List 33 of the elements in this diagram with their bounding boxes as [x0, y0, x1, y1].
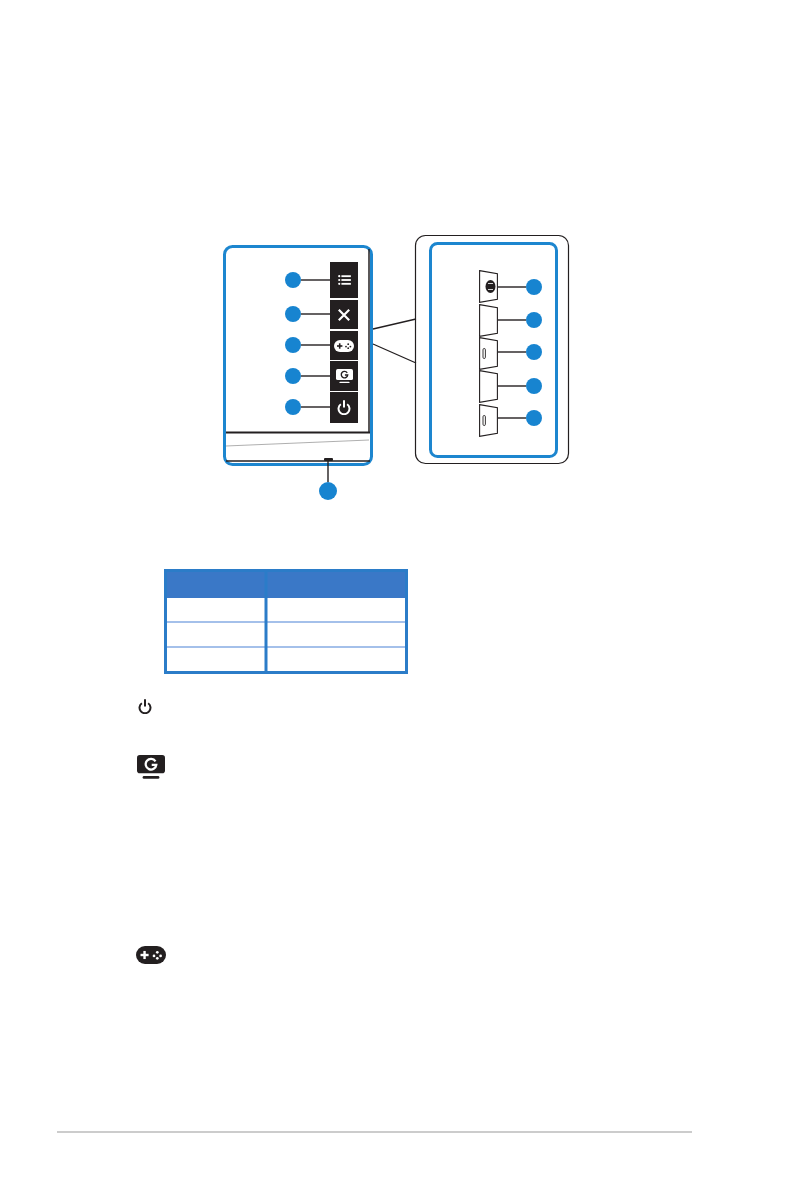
g-screen-button [330, 361, 358, 391]
port-socket [479, 337, 498, 370]
jack-socket [479, 270, 498, 303]
power-button [330, 392, 358, 423]
leader-line [300, 344, 331, 346]
leader-line [497, 351, 527, 353]
leader-line [327, 460, 329, 483]
leader-line [300, 375, 331, 377]
callout-dot [319, 482, 337, 500]
callout-dot [526, 344, 542, 360]
leader-line [497, 319, 527, 321]
leader-line [300, 279, 331, 281]
leader-line [497, 385, 527, 387]
gamepad-button [330, 331, 358, 360]
indicator-light [324, 458, 333, 461]
leader-line [300, 313, 331, 315]
port-socket [479, 404, 498, 437]
callout-dot [285, 306, 301, 322]
callout-dot [285, 337, 301, 353]
callout-dot [526, 312, 542, 328]
leader-line [300, 406, 331, 408]
callout-dot [285, 272, 301, 288]
callout-dot [285, 399, 301, 415]
callout-dot [526, 410, 542, 426]
port-socket [479, 370, 498, 403]
port-socket [479, 304, 498, 337]
callout-dot [526, 378, 542, 394]
callout-dot [526, 279, 542, 295]
leader-line [497, 417, 527, 419]
menu-button [330, 262, 358, 298]
close-button [330, 300, 358, 329]
callout-dot [285, 368, 301, 384]
leader-line [497, 286, 527, 288]
